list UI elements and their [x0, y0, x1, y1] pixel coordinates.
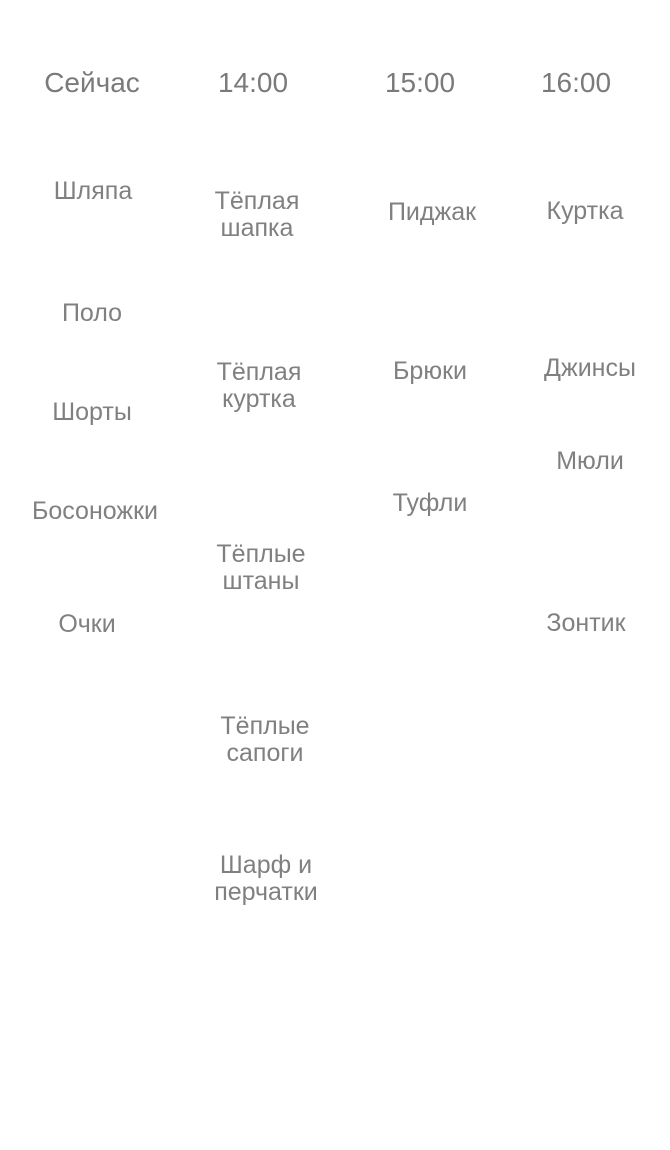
clothing-item: Джинсы	[544, 354, 636, 382]
clothing-item: Очки	[58, 610, 116, 638]
clothing-item: Шарф и перчатки	[214, 851, 318, 906]
time-label-14-00: 14:00	[217, 67, 289, 98]
clothing-item: Тёплые штаны	[216, 540, 306, 595]
clothing-item: Туфли	[392, 489, 468, 517]
column-14-00: 14:00 Тёплая шапка Тёплая куртка Тёплые …	[185, 0, 345, 1150]
clothing-item: Босоножки	[31, 497, 159, 525]
clothing-item: Куртка	[546, 197, 624, 225]
time-label-now: Сейчас	[44, 67, 140, 98]
clothing-item: Брюки	[393, 357, 467, 385]
clothing-item: Тёплые сапоги	[220, 712, 310, 767]
time-label-16-00: 16:00	[540, 67, 612, 98]
clothing-item: Пиджак	[387, 198, 477, 226]
column-now: Сейчас Шляпа Поло Шорты Босоножки Очки	[0, 0, 185, 1150]
column-16-00: 16:00 Куртка Джинсы Мюли Зонтик	[515, 0, 670, 1150]
clothing-item: Тёплая шапка	[214, 187, 300, 242]
column-15-00: 15:00 Пиджак Брюки Туфли	[345, 0, 515, 1150]
clothing-item: Мюли	[556, 447, 624, 475]
clothing-item: Шорты	[52, 398, 132, 426]
clothing-item: Шляпа	[53, 177, 133, 205]
clothing-item: Поло	[61, 299, 123, 327]
clothing-item: Тёплая куртка	[216, 358, 302, 413]
clothing-item: Зонтик	[546, 609, 626, 637]
time-label-15-00: 15:00	[384, 67, 456, 98]
